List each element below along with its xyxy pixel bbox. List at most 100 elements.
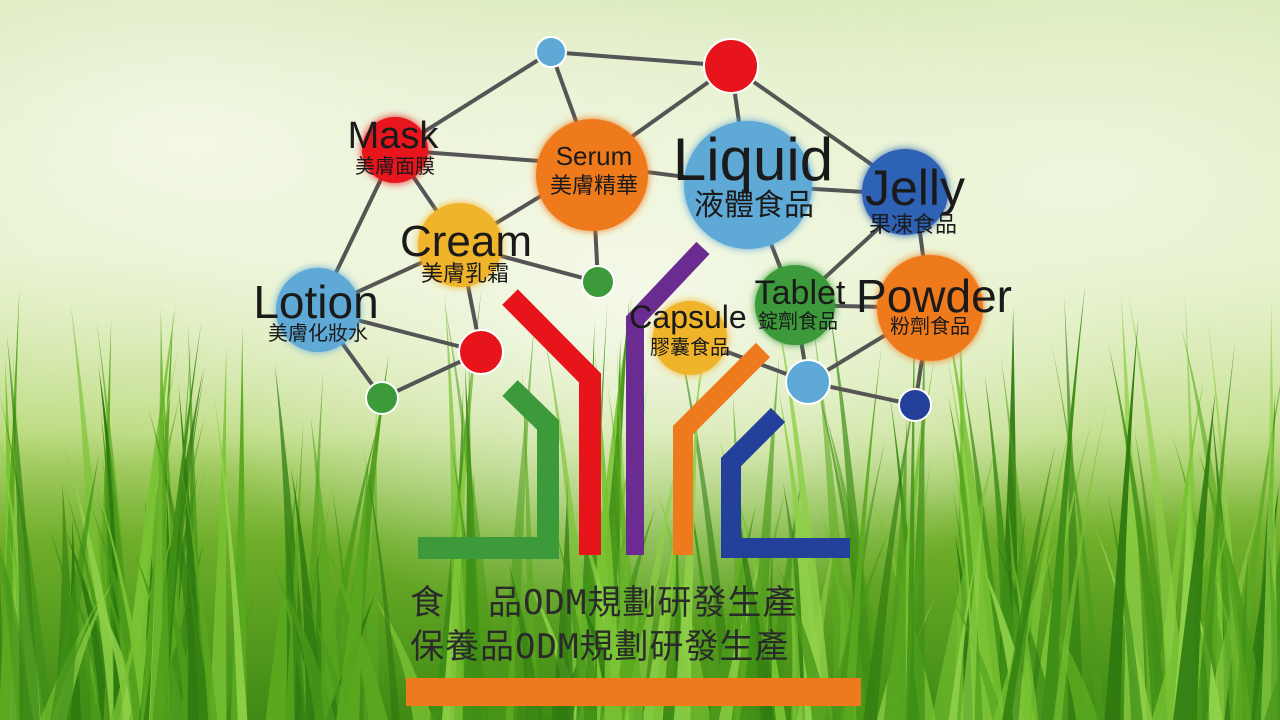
grass-blade: [1108, 343, 1168, 720]
node-powder: [877, 255, 983, 361]
grass-blade: [268, 546, 316, 720]
grass-blade: [962, 378, 1009, 720]
grass-blade: [678, 444, 722, 720]
trunk-purple: [626, 241, 710, 555]
node-dot: [898, 388, 932, 422]
grass-blade: [336, 457, 370, 720]
node-dot: [458, 329, 504, 375]
grass-blade: [1106, 489, 1143, 720]
grass-blade: [625, 415, 689, 720]
node-dot: [535, 36, 567, 68]
grass-blade: [497, 320, 535, 720]
grass-blade: [444, 293, 470, 720]
tree-trunk: [418, 241, 850, 559]
grass-blade: [960, 489, 985, 720]
lotion-label-zh: 美膚化妝水: [268, 321, 368, 345]
grass-illustration: [0, 284, 1280, 720]
grass-blade: [907, 320, 925, 720]
grass-blade: [208, 345, 227, 720]
node-dot: [581, 265, 615, 299]
grass-blade: [731, 477, 787, 720]
node-tablet: [755, 265, 835, 345]
grass-blade: [720, 441, 774, 720]
grass-blade: [905, 284, 915, 720]
grass-blade: [505, 513, 521, 720]
grass-blade: [1173, 390, 1216, 720]
jelly-label-en: Jelly: [865, 160, 965, 216]
node-dot: [703, 38, 759, 94]
grass-blade: [285, 419, 304, 720]
grass-blade: [863, 368, 921, 720]
grass-blade: [62, 441, 128, 720]
capsule-label-zh: 膠囊食品: [650, 335, 730, 359]
cream-label-zh: 美膚乳霜: [421, 262, 509, 287]
serum-label-en: Serum: [556, 141, 633, 171]
lotion-label-en: Lotion: [253, 276, 378, 328]
food-odm-caption: 食 品ODM規劃研發生產: [410, 583, 798, 623]
grass-blade: [1195, 340, 1236, 720]
grass-blade: [443, 300, 500, 720]
grass-blade: [304, 599, 350, 720]
tablet-label-zh: 錠劑食品: [758, 309, 838, 333]
small-nodes: [365, 36, 932, 422]
node-dot: [785, 359, 831, 405]
grass-blade: [1172, 435, 1236, 720]
grass-blade: [931, 442, 998, 720]
grass-blade: [1000, 354, 1041, 720]
mask-label-zh: 美膚面膜: [355, 154, 435, 178]
liquid-label-en: Liquid: [673, 126, 833, 193]
skincare-odm-caption: 保養品ODM規劃研發生產: [410, 627, 790, 667]
grass-blade: [941, 580, 1004, 720]
grass-blade: [154, 542, 198, 720]
grass-blade: [948, 544, 979, 720]
grass-blade: [944, 305, 1005, 720]
grass-blade: [1266, 529, 1280, 720]
trunk-blue: [721, 407, 850, 558]
grass-blade: [594, 350, 623, 720]
grass-blade: [310, 415, 344, 720]
trunk-red: [502, 289, 601, 555]
node-liquid: [684, 121, 812, 249]
node-cream: [418, 203, 502, 287]
grass-blade: [551, 479, 574, 720]
grass-blade: [363, 448, 400, 720]
capsule-label-en: Capsule: [629, 299, 746, 335]
grass-blade: [1104, 317, 1139, 720]
grass-blade: [290, 466, 325, 720]
grass-blade: [1128, 293, 1188, 720]
grass-blade: [50, 452, 100, 720]
grass-blade: [147, 406, 213, 720]
labeled-nodes: [276, 117, 983, 375]
grass-blade: [272, 568, 336, 720]
grass-blade: [1053, 401, 1108, 720]
node-lotion: [276, 268, 360, 352]
grass-blade: [672, 307, 737, 720]
grass-blade: [1002, 443, 1056, 720]
node-dot: [365, 381, 399, 415]
grass-blade: [762, 538, 773, 720]
powder-label-en: Powder: [856, 270, 1012, 322]
grass-blade: [828, 302, 877, 720]
node-mask: [362, 117, 428, 183]
cream-label-en: Cream: [400, 217, 532, 266]
grass-blade: [87, 458, 151, 720]
grass-blade: [653, 310, 714, 720]
grass-blade: [6, 334, 40, 720]
node-capsule: [653, 301, 727, 375]
trunk-green: [418, 380, 559, 559]
grass-blade: [812, 321, 856, 720]
grass-blade: [884, 415, 908, 720]
node-jelly: [862, 149, 948, 235]
mask-label-en: Mask: [348, 115, 440, 157]
node-labels: Mask 美膚面膜 Serum 美膚精華 Liquid 液體食品 Jelly 果…: [253, 115, 1012, 359]
grass-blade: [1051, 341, 1105, 720]
grass-blade: [1031, 420, 1092, 720]
tablet-label-en: Tablet: [755, 274, 846, 312]
grass-blade: [363, 401, 379, 720]
serum-label-zh: 美膚精華: [550, 174, 638, 199]
grass-blade: [843, 346, 882, 720]
grass-blade: [179, 461, 218, 720]
grass-blade: [607, 384, 645, 720]
grass-blade: [111, 576, 157, 720]
